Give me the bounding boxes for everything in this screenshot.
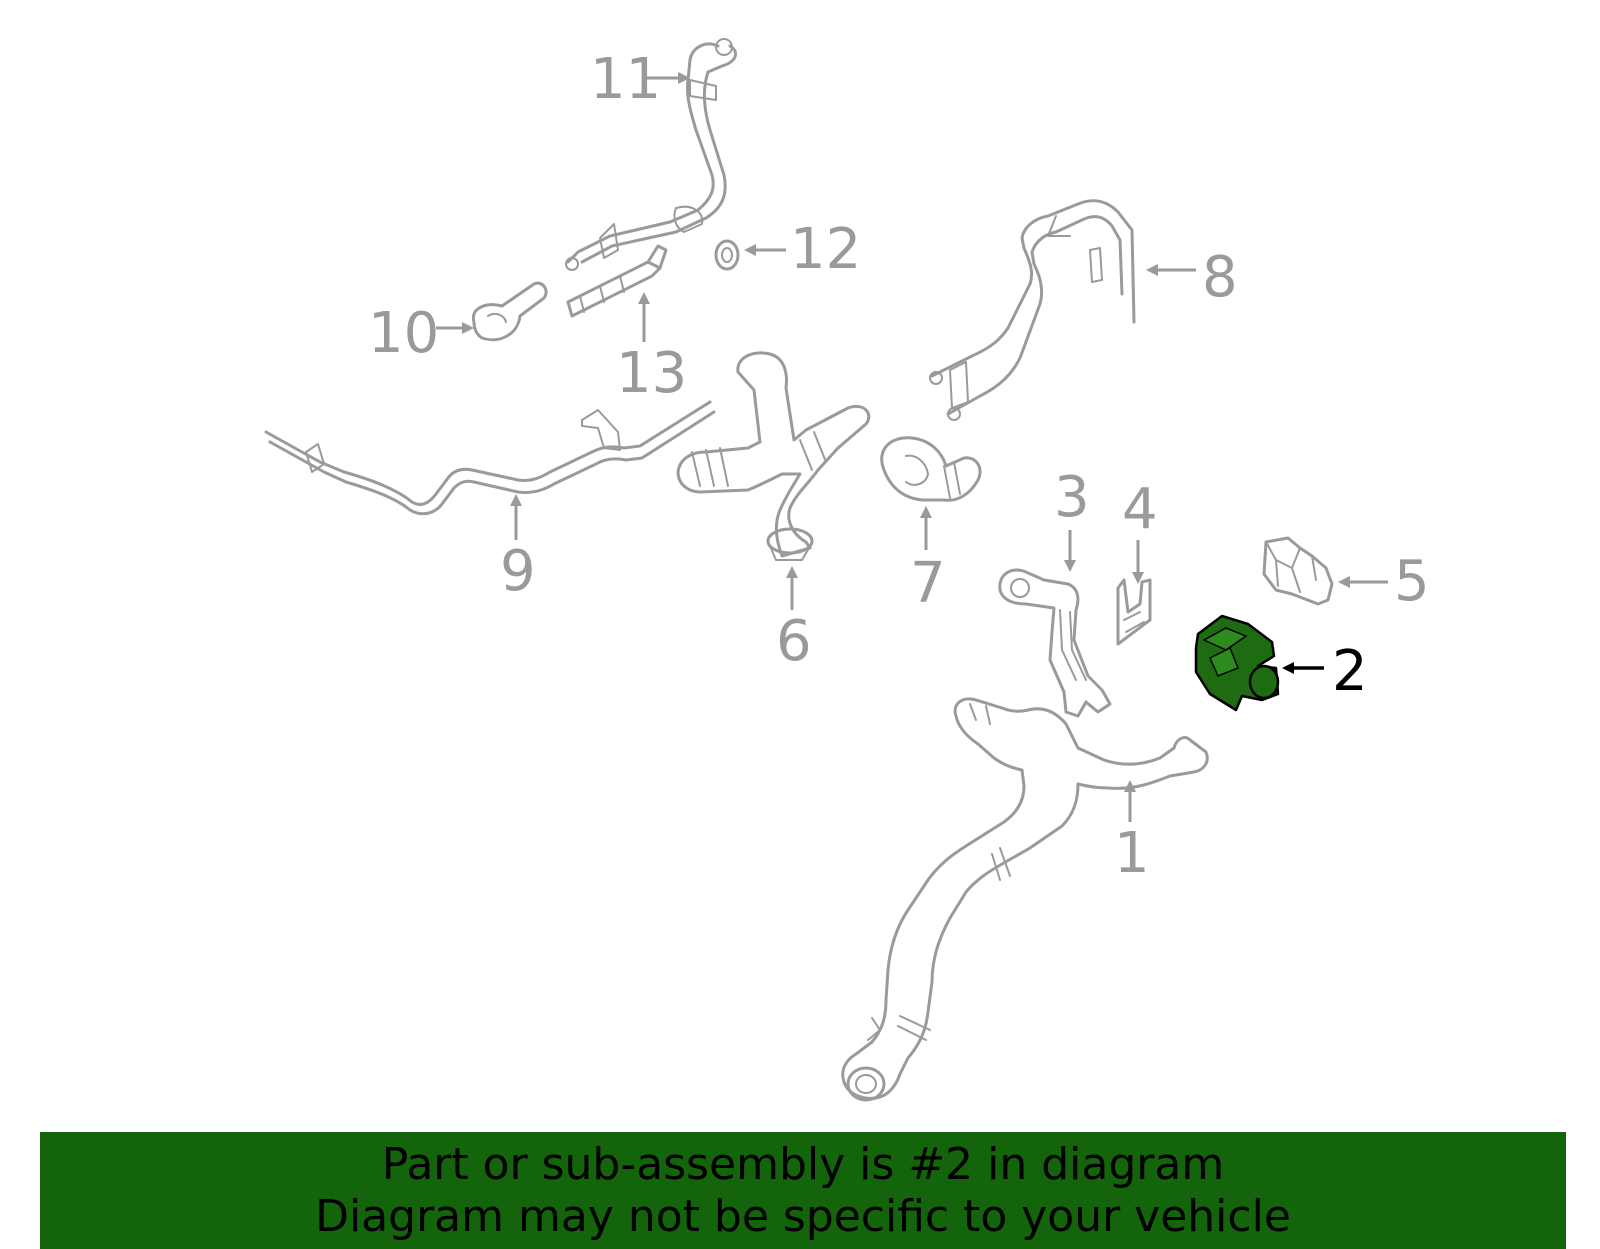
svg-text:5: 5 [1394, 549, 1430, 614]
part-5-block [1262, 536, 1334, 606]
svg-text:7: 7 [910, 551, 946, 616]
banner-line-disclaimer: Diagram may not be specific to your vehi… [315, 1190, 1291, 1242]
part-6-hose [676, 351, 871, 561]
parts-diagram: 11 12 8 10 13 9 6 7 [264, 38, 1430, 1102]
svg-text:3: 3 [1054, 465, 1090, 530]
svg-text:12: 12 [790, 217, 861, 282]
part-3-bracket [998, 568, 1112, 718]
part-11-pipe [565, 38, 738, 271]
part-10-hose [471, 281, 548, 342]
svg-text:9: 9 [500, 539, 536, 604]
svg-text:8: 8 [1202, 245, 1238, 310]
callout-13: 13 [616, 292, 687, 406]
callout-2-highlighted: 2 [1282, 639, 1368, 704]
part-8-pipe-assembly [929, 199, 1136, 421]
callout-8: 8 [1146, 245, 1238, 310]
callout-9: 9 [500, 494, 536, 604]
callout-12: 12 [744, 217, 861, 282]
callout-1: 1 [1114, 780, 1150, 886]
info-banner: Part or sub-assembly is #2 in diagram Di… [40, 1132, 1566, 1249]
part-2-connector-highlighted [1194, 614, 1280, 712]
svg-text:4: 4 [1122, 477, 1158, 542]
svg-text:6: 6 [776, 609, 812, 674]
svg-text:13: 13 [616, 341, 687, 406]
callout-4: 4 [1122, 477, 1158, 584]
part-7-hose [880, 436, 982, 502]
part-13-bracket [566, 244, 668, 318]
svg-text:1: 1 [1114, 821, 1150, 886]
callout-11: 11 [590, 47, 690, 112]
svg-text:2: 2 [1332, 639, 1368, 704]
banner-line-part: Part or sub-assembly is #2 in diagram [381, 1138, 1225, 1190]
part-9-tube [264, 400, 716, 516]
part-4-clip [1116, 578, 1152, 646]
callout-7: 7 [910, 506, 946, 616]
part-12-oring [714, 239, 740, 271]
callout-3: 3 [1054, 465, 1090, 572]
svg-text:10: 10 [368, 301, 439, 366]
callout-5: 5 [1338, 549, 1430, 614]
part-1-main-hose [841, 697, 1209, 1102]
callout-10: 10 [368, 301, 474, 366]
callout-6: 6 [776, 566, 812, 674]
